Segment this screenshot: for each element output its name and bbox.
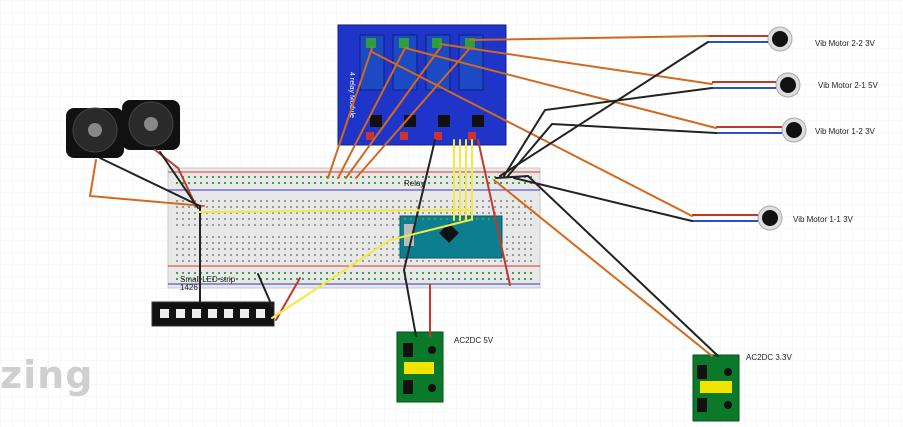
led-strip [151, 301, 275, 327]
motor-2-1-label: Vib Motor 2-1 5V [818, 81, 878, 90]
psu-3v3-label: AC2DC 3.3V [746, 353, 792, 362]
vib-motor-2-1 [712, 72, 801, 98]
motor-1-2-label: Vib Motor 1-2 3V [815, 127, 875, 136]
relay-board-label: 4 relay Module [348, 72, 355, 118]
led-strip-label: Small LED strip [180, 275, 236, 284]
speaker-right [122, 100, 180, 150]
speaker-left [66, 107, 124, 158]
relay-section-label: Relay [404, 179, 425, 188]
led-strip-number: 1426 [180, 283, 198, 292]
vib-motor-1-2 [716, 117, 807, 143]
motor-1-1-label: Vib Motor 1-1 3V [793, 215, 853, 224]
psu-5v [396, 331, 444, 403]
psu-5v-label: AC2DC 5V [454, 336, 494, 345]
psu-3v3 [692, 354, 740, 422]
vib-motor-2-2 [708, 26, 793, 52]
fritzing-watermark: zing [0, 353, 94, 397]
motor-2-2-label: Vib Motor 2-2 3V [815, 39, 875, 48]
wires [88, 35, 719, 357]
vib-motor-1-1 [692, 205, 783, 231]
